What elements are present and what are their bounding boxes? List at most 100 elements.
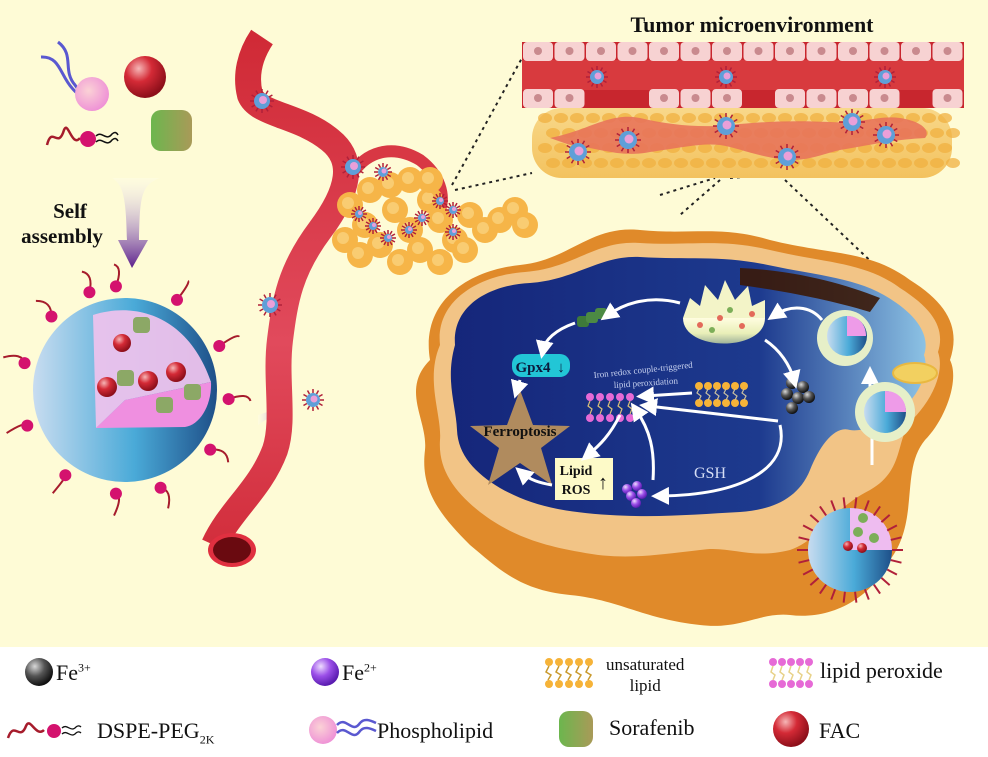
- spike: [389, 241, 393, 246]
- lipid-head: [731, 382, 739, 390]
- peg-spike: [798, 536, 810, 541]
- tissue-cell: [930, 158, 944, 168]
- spike: [728, 67, 733, 72]
- spike: [404, 222, 408, 227]
- tissue-cell: [578, 158, 592, 168]
- fe3-ion: [786, 377, 798, 389]
- nanoparticle-entering-cell: [797, 497, 903, 603]
- tissue-cell: [850, 158, 864, 168]
- np-load: [358, 211, 362, 215]
- spike: [354, 206, 358, 211]
- spike: [878, 123, 883, 128]
- spike: [383, 241, 387, 246]
- lipid-tail: [732, 388, 738, 401]
- np-load: [882, 72, 890, 80]
- cell-nucleus: [691, 47, 700, 55]
- spike: [365, 221, 370, 225]
- spike: [391, 233, 396, 237]
- unsaturated-lipid-cluster-icon: [695, 382, 748, 407]
- spike: [602, 70, 607, 75]
- lipid-head: [713, 382, 721, 390]
- spike: [590, 82, 595, 87]
- cell-nucleus: [880, 94, 889, 102]
- cell-nucleus: [337, 232, 349, 244]
- peg-spike: [890, 559, 902, 564]
- spike: [265, 107, 269, 112]
- tumor-microenvironment-title: Tumor microenvironment: [630, 12, 874, 37]
- spike: [425, 219, 430, 223]
- tissue-cell: [914, 158, 928, 168]
- spike: [590, 67, 595, 72]
- spike: [374, 218, 378, 223]
- cell-nucleus: [352, 247, 364, 259]
- cell-nucleus: [628, 47, 637, 55]
- spike: [602, 79, 607, 84]
- cell-nucleus: [849, 47, 857, 55]
- spike: [454, 213, 458, 218]
- spike: [733, 129, 738, 134]
- spike: [790, 145, 795, 150]
- mitochondrion-icon: [892, 362, 938, 384]
- cell-nucleus: [362, 182, 374, 194]
- dspe-peg-component-icon: [45, 126, 119, 147]
- peg-head: [222, 393, 235, 406]
- peg-head: [18, 357, 31, 370]
- legend-label-dspe-peg: DSPE-PEG2K: [97, 718, 215, 747]
- peg-spike: [873, 583, 881, 595]
- spike: [265, 90, 269, 95]
- spike: [414, 213, 419, 217]
- lipid-head: [731, 399, 739, 407]
- tissue-cell: [906, 143, 920, 153]
- lipid-tail: [607, 400, 613, 415]
- phospholipid-icon: [309, 716, 377, 744]
- fac-particle: [138, 371, 158, 391]
- spike: [346, 156, 350, 161]
- spike: [874, 127, 879, 132]
- self-assembly-arrow-icon: [112, 178, 160, 268]
- cell-nucleus: [517, 217, 529, 229]
- peg-spike: [863, 500, 870, 512]
- lipid-tail: [617, 400, 623, 415]
- lipid-head: [740, 382, 748, 390]
- spike: [389, 230, 393, 235]
- cell-nucleus: [723, 94, 731, 102]
- tissue-cell: [698, 113, 712, 123]
- spike: [425, 213, 430, 217]
- spike: [374, 173, 380, 178]
- tissue-cell: [874, 143, 888, 153]
- fac-particle: [113, 334, 131, 352]
- spike: [587, 79, 592, 84]
- spike: [448, 213, 452, 218]
- cell-nucleus: [432, 254, 444, 266]
- phospholipid-component-icon: [40, 40, 109, 111]
- tissue-cell: [586, 113, 600, 123]
- spike: [380, 239, 385, 243]
- peg-spike: [819, 505, 827, 517]
- spike: [794, 149, 799, 154]
- spike: [631, 128, 636, 133]
- spike: [377, 163, 382, 169]
- small-nanoparticle: [258, 293, 282, 317]
- np-load: [259, 96, 267, 104]
- annotation-line2: lipid peroxidation: [613, 376, 678, 390]
- spike: [276, 298, 281, 302]
- np-load: [267, 300, 275, 308]
- peg-head: [59, 469, 72, 482]
- spike: [356, 173, 360, 178]
- spike: [365, 227, 370, 231]
- spike: [456, 227, 461, 231]
- tissue-cell: [538, 113, 552, 123]
- spike: [342, 160, 347, 164]
- tissue-cell: [546, 158, 560, 168]
- tissue-cell: [882, 158, 896, 168]
- cell-nucleus: [817, 47, 826, 55]
- spike: [616, 132, 621, 137]
- fe3-ion: [803, 391, 815, 403]
- tissue-cell: [658, 158, 672, 168]
- fe2-ion: [626, 491, 636, 501]
- spike: [435, 193, 439, 198]
- peg-spike: [886, 568, 898, 576]
- peg-head: [45, 310, 58, 323]
- spike: [251, 104, 256, 108]
- spike: [268, 104, 273, 108]
